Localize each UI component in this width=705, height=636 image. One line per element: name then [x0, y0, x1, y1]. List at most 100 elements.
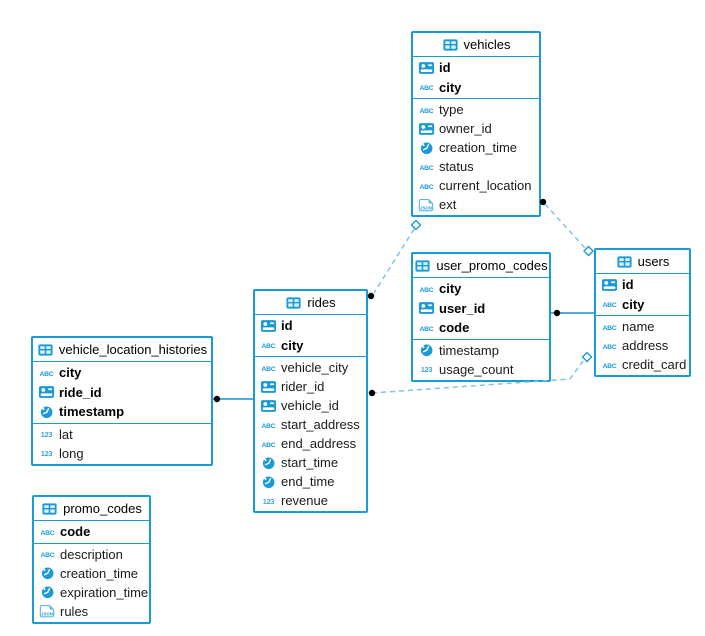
- text-abc-icon: [418, 80, 435, 94]
- clock-icon: [260, 475, 277, 489]
- table-title: vehicles: [463, 37, 511, 52]
- field-promo_codes-rules[interactable]: rules: [34, 602, 149, 621]
- id-badge-icon: [601, 278, 618, 292]
- id-badge-icon: [418, 61, 435, 75]
- field-user_promo_codes-usage_count[interactable]: usage_count: [413, 360, 549, 379]
- field-vehicle_location_histories-ride_id[interactable]: ride_id: [33, 383, 211, 403]
- text-abc-icon: [260, 361, 277, 375]
- json-icon: [418, 198, 435, 212]
- field-rides-id[interactable]: id: [255, 316, 366, 336]
- number-123-icon: [260, 494, 277, 508]
- table-icon: [414, 259, 431, 273]
- key-fields-section: id city: [413, 57, 539, 99]
- field-user_promo_codes-timestamp[interactable]: timestamp: [413, 341, 549, 360]
- field-users-address[interactable]: address: [596, 336, 689, 355]
- field-vehicles-city[interactable]: city: [413, 78, 539, 98]
- field-vehicles-owner_id[interactable]: owner_id: [413, 119, 539, 138]
- text-abc-icon: [39, 525, 56, 539]
- relationship-endpoint-dot: [368, 389, 376, 397]
- field-rides-revenue[interactable]: revenue: [255, 491, 366, 510]
- table-promo_codes[interactable]: promo_codes code description creation_ti…: [32, 495, 151, 624]
- table-header[interactable]: vehicles: [413, 33, 539, 57]
- text-abc-icon: [418, 160, 435, 174]
- field-user_promo_codes-user_id[interactable]: user_id: [413, 299, 549, 319]
- field-vehicles-id[interactable]: id: [413, 58, 539, 78]
- field-vehicle_location_histories-lat[interactable]: lat: [33, 425, 211, 444]
- field-user_promo_codes-code[interactable]: code: [413, 318, 549, 338]
- fields-section: vehicle_city rider_id vehicle_id start_a…: [255, 357, 366, 511]
- id-badge-icon: [38, 385, 55, 399]
- relationship-endpoint-dot: [367, 292, 375, 300]
- field-vehicle_location_histories-long[interactable]: long: [33, 444, 211, 463]
- table-header[interactable]: vehicle_location_histories: [33, 338, 211, 362]
- relationship-line-vehicles-rides[interactable]: [373, 228, 415, 294]
- field-rides-vehicle_city[interactable]: vehicle_city: [255, 358, 366, 377]
- table-rides[interactable]: rides id city vehicle_city rider_id: [253, 289, 368, 513]
- fields-section: timestamp usage_count: [413, 340, 549, 380]
- id-badge-icon: [260, 380, 277, 394]
- relationship-endpoint-dot: [213, 395, 221, 403]
- table-icon: [37, 343, 54, 357]
- table-icon: [41, 502, 58, 516]
- field-rides-start_time[interactable]: start_time: [255, 453, 366, 472]
- field-promo_codes-description[interactable]: description: [34, 545, 149, 564]
- table-title: users: [637, 254, 670, 269]
- field-rides-rider_id[interactable]: rider_id: [255, 377, 366, 396]
- field-vehicles-status[interactable]: status: [413, 157, 539, 176]
- table-header[interactable]: rides: [255, 291, 366, 315]
- text-abc-icon: [260, 338, 277, 352]
- text-abc-icon: [260, 418, 277, 432]
- table-vehicles[interactable]: vehicles id city type owner_id c: [411, 31, 541, 217]
- fields-section: type owner_id creation_time status curre…: [413, 99, 539, 215]
- field-rides-end_address[interactable]: end_address: [255, 434, 366, 453]
- table-user_promo_codes[interactable]: user_promo_codes city user_id code times…: [411, 252, 551, 382]
- key-fields-section: id city: [596, 274, 689, 316]
- table-icon: [442, 38, 459, 52]
- table-vehicle_location_histories[interactable]: vehicle_location_histories city ride_id …: [31, 336, 213, 466]
- field-rides-vehicle_id[interactable]: vehicle_id: [255, 396, 366, 415]
- field-rides-start_address[interactable]: start_address: [255, 415, 366, 434]
- field-users-name[interactable]: name: [596, 317, 689, 336]
- text-abc-icon: [418, 103, 435, 117]
- field-vehicles-creation_time[interactable]: creation_time: [413, 138, 539, 157]
- relationship-endpoint-diamond: [410, 219, 422, 231]
- field-promo_codes-creation_time[interactable]: creation_time: [34, 564, 149, 583]
- id-badge-icon: [260, 319, 277, 333]
- clock-icon: [39, 566, 56, 580]
- text-abc-icon: [39, 547, 56, 561]
- text-abc-icon: [418, 282, 435, 296]
- field-users-id[interactable]: id: [596, 275, 689, 295]
- number-123-icon: [38, 427, 55, 441]
- field-vehicle_location_histories-city[interactable]: city: [33, 363, 211, 383]
- field-users-credit_card[interactable]: credit_card: [596, 355, 689, 374]
- field-vehicles-type[interactable]: type: [413, 100, 539, 119]
- text-abc-icon: [260, 437, 277, 451]
- field-promo_codes-expiration_time[interactable]: expiration_time: [34, 583, 149, 602]
- table-title: user_promo_codes: [436, 258, 548, 273]
- clock-icon: [418, 343, 435, 357]
- table-icon: [285, 296, 302, 310]
- relationship-line-vehicles-users[interactable]: [544, 203, 586, 249]
- id-badge-icon: [260, 399, 277, 413]
- field-vehicles-current_location[interactable]: current_location: [413, 176, 539, 195]
- field-user_promo_codes-city[interactable]: city: [413, 279, 549, 299]
- fields-section: description creation_time expiration_tim…: [34, 544, 149, 622]
- field-rides-end_time[interactable]: end_time: [255, 472, 366, 491]
- key-fields-section: id city: [255, 315, 366, 357]
- field-vehicles-ext[interactable]: ext: [413, 195, 539, 214]
- field-users-city[interactable]: city: [596, 295, 689, 315]
- field-vehicle_location_histories-timestamp[interactable]: timestamp: [33, 402, 211, 422]
- id-badge-icon: [418, 122, 435, 136]
- table-title: rides: [307, 295, 336, 310]
- text-abc-icon: [601, 297, 618, 311]
- id-badge-icon: [418, 301, 435, 315]
- field-rides-city[interactable]: city: [255, 336, 366, 356]
- text-abc-icon: [601, 358, 618, 372]
- table-header[interactable]: user_promo_codes: [413, 254, 549, 278]
- field-promo_codes-code[interactable]: code: [34, 522, 149, 542]
- table-header[interactable]: promo_codes: [34, 497, 149, 521]
- text-abc-icon: [601, 339, 618, 353]
- table-users[interactable]: users id city name address credi: [594, 248, 691, 377]
- table-header[interactable]: users: [596, 250, 689, 274]
